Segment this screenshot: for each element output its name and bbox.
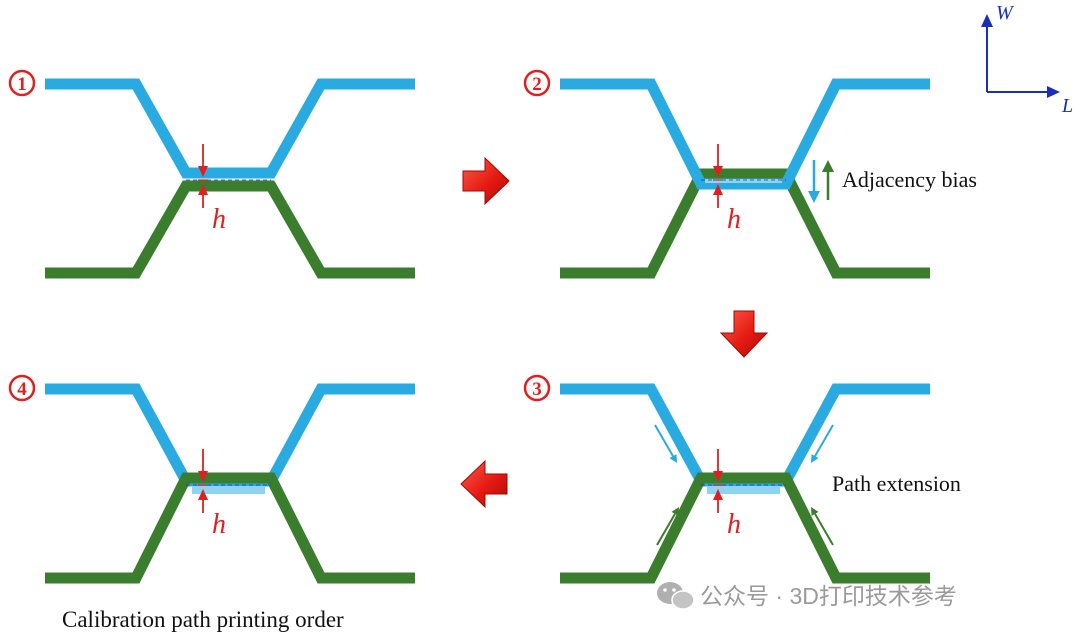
h-arrow-bottom-head: [198, 184, 208, 195]
path-extension-label: Path extension: [832, 471, 961, 496]
panel-number: 1: [17, 74, 27, 95]
wechat-icon: [657, 582, 695, 610]
panel-number-badge: 2: [523, 69, 551, 97]
panel-3: h3: [523, 374, 930, 584]
l-axis-label: L: [1061, 95, 1073, 117]
h-arrow-top-head: [198, 471, 208, 482]
panel-1: h1: [8, 69, 415, 279]
h-label: h: [212, 204, 226, 235]
extension-arrow-blue-left: [654, 424, 677, 463]
green-path: [45, 180, 415, 279]
figure-caption: Calibration path printing order: [62, 607, 344, 632]
h-label: h: [727, 509, 741, 540]
adjacency-bias-label: Adjacency bias: [842, 167, 977, 192]
watermark-text: 公众号 · 3D打印技术参考: [700, 583, 957, 609]
green-path: [560, 472, 930, 584]
h-arrow-bottom-head: [713, 184, 723, 195]
fused-region: [192, 486, 265, 494]
w-axis-arrowhead: [981, 14, 993, 27]
panel-2: h2: [523, 69, 930, 279]
flow-arrow-down: [719, 310, 769, 358]
extension-arrow-green-right: [811, 507, 834, 546]
flow-arrow-right: [462, 156, 510, 206]
watermark: 公众号 · 3D打印技术参考: [657, 582, 957, 610]
flow-arrow-left: [460, 459, 508, 509]
panel-number: 3: [532, 379, 542, 400]
h-label: h: [727, 204, 741, 235]
overlap-strip: [705, 179, 782, 183]
panel-4: h4: [8, 374, 415, 584]
panel-number: 4: [17, 379, 27, 400]
panel-number-badge: 4: [8, 374, 36, 402]
blue-path: [560, 78, 930, 190]
fused-region: [707, 486, 780, 494]
l-axis-arrowhead: [1047, 86, 1060, 98]
blue-path: [560, 383, 930, 487]
blue-path: [45, 383, 415, 487]
h-label: h: [212, 509, 226, 540]
h-arrow-top-head: [713, 471, 723, 482]
panel-number-badge: 3: [523, 374, 551, 402]
h-arrow-top-head: [198, 166, 208, 177]
adjacency-bias-arrows: [808, 160, 834, 203]
extension-arrow-green-left: [656, 507, 679, 546]
blue-path: [45, 78, 415, 179]
h-arrow-top-head: [713, 166, 723, 177]
w-axis-label: W: [996, 2, 1015, 24]
panel-number: 2: [532, 74, 542, 95]
h-arrow-bottom-head: [198, 489, 208, 500]
axis-indicator: W L: [981, 2, 1073, 117]
green-path: [45, 472, 415, 584]
extension-arrow-blue-right: [811, 424, 834, 463]
panel-number-badge: 1: [8, 69, 36, 97]
green-path: [560, 168, 930, 279]
h-arrow-bottom-head: [713, 489, 723, 500]
